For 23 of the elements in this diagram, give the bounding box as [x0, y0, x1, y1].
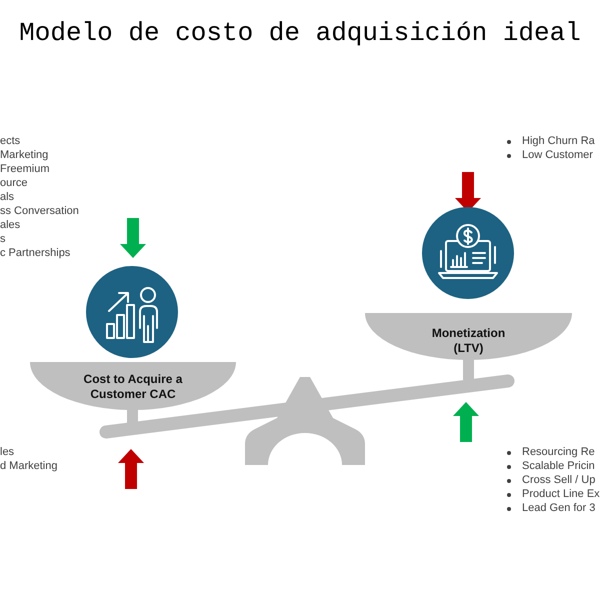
list-item: c Partnerships	[0, 246, 70, 260]
list-item: High Churn Ra	[522, 134, 595, 148]
list-item: Scalable Pricin	[522, 459, 595, 473]
pan-label: Monetization (LTV)	[430, 326, 506, 356]
list-item: Low Customer	[522, 148, 593, 162]
list-item: d Marketing	[0, 459, 58, 473]
scale-pan	[30, 362, 236, 410]
list-item: als	[0, 190, 14, 204]
list-item: Cross Sell / Up	[522, 473, 596, 487]
list-item: ss Conversation	[0, 204, 79, 218]
list-item: ects	[0, 134, 20, 148]
list-item: Freemium	[0, 162, 50, 176]
list-item: Lead Gen for 3	[522, 501, 596, 515]
list-item: les	[0, 445, 14, 459]
list-item: Product Line Ex	[522, 487, 600, 501]
list-item: Marketing	[0, 148, 48, 162]
list-item: ource	[0, 176, 28, 190]
title: Modelo de costo de adquisición ideal	[19, 17, 581, 50]
list-item: s	[0, 232, 6, 246]
list-item: ales	[0, 218, 20, 232]
scale-pan	[365, 313, 572, 360]
list-item: Resourcing Re	[522, 445, 595, 459]
pan-label: Cost to Acquire a Customer CAC	[82, 372, 184, 402]
